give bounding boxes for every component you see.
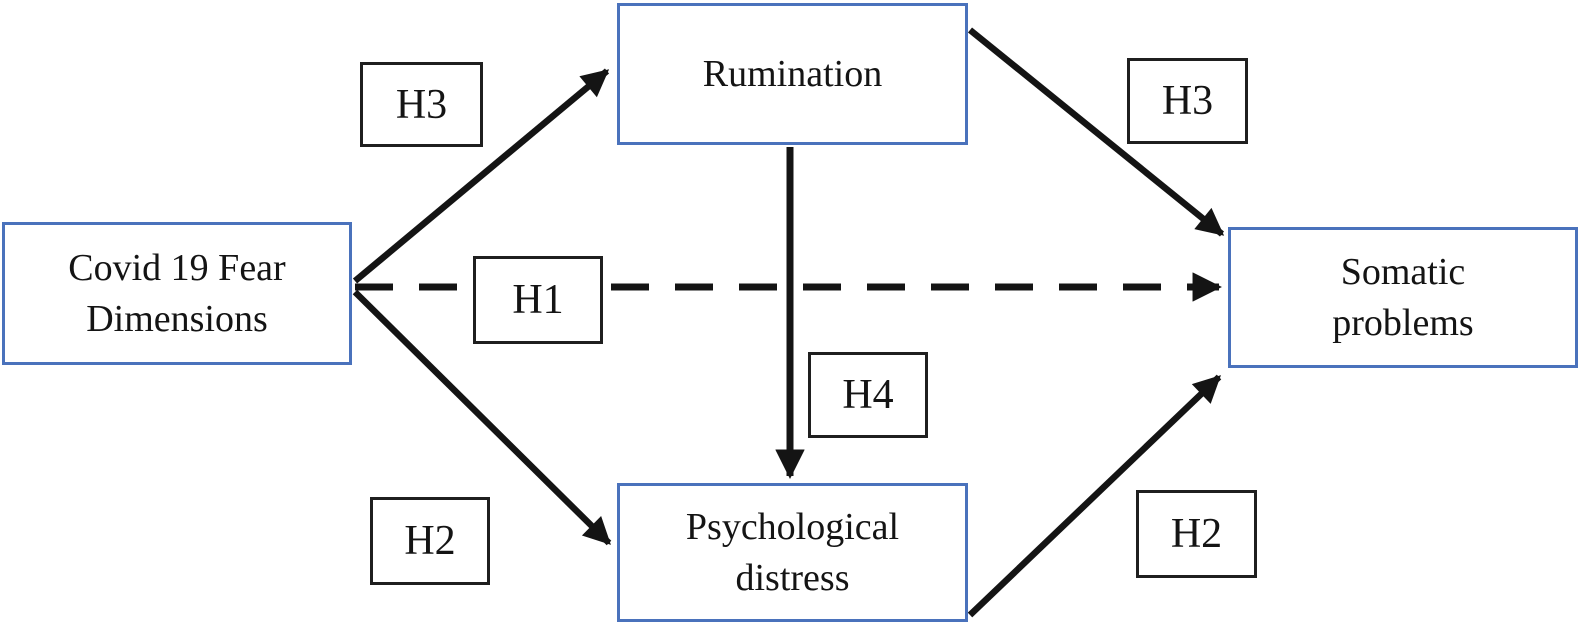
node-psychological-distress: Psychological distress	[617, 483, 968, 622]
edge-covid-to-psychological-distress	[352, 289, 612, 546]
hypothesis-label-h2-lower-right: H2	[1136, 490, 1257, 578]
node-somatic-problems: Somatic problems	[1228, 227, 1578, 368]
hypothesis-label-h2-lower-left: H2	[370, 497, 490, 585]
hypothesis-label-h3-upper-left: H3	[360, 62, 483, 147]
edge-rumination-to-somatic	[967, 27, 1225, 237]
hypothesis-label-h4-center: H4	[808, 352, 928, 438]
edge-psychological-distress-to-somatic	[967, 374, 1222, 618]
hypothesis-label-h1-center: H1	[473, 256, 603, 344]
hypothesis-label-h3-upper-right: H3	[1127, 58, 1248, 144]
node-covid-fear-dimensions: Covid 19 Fear Dimensions	[2, 222, 352, 365]
edge-covid-to-rumination	[352, 68, 610, 284]
node-rumination: Rumination	[617, 3, 968, 145]
